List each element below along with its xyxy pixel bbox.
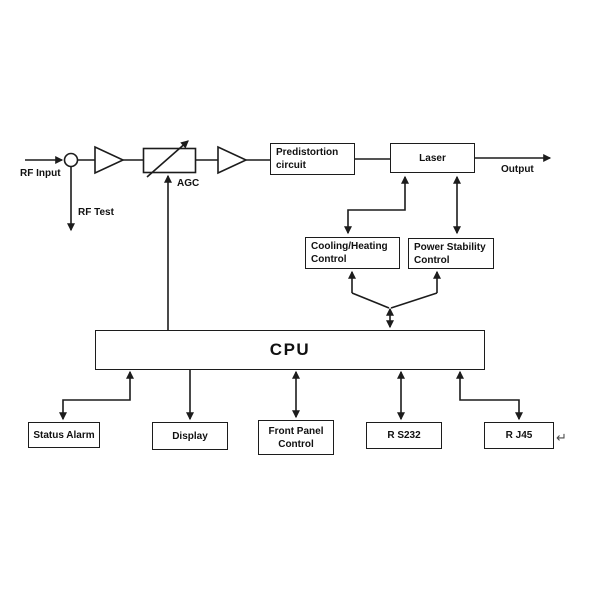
rf-input-label: RF Input: [20, 168, 61, 179]
agc-variable-arrow: [146, 140, 189, 178]
cooling-to-laser-line: [344, 175, 409, 235]
status-alarm-block: Status Alarm: [28, 422, 100, 448]
amplifier-2: [217, 145, 248, 175]
predistortion-line1: Predistortion: [276, 147, 339, 158]
output-label: Output: [501, 164, 534, 175]
return-mark: ↵: [556, 430, 567, 445]
rj45-label: R J45: [505, 430, 533, 441]
laser-label: Laser: [419, 152, 446, 164]
cooling-line1: Cooling/Heating: [311, 241, 388, 252]
predistortion-line2: circuit: [276, 160, 307, 171]
junction-diagonal-left: [351, 292, 390, 309]
front-panel-line2: Control: [278, 438, 314, 450]
agc-attenuator-box: [142, 147, 197, 174]
front-panel-line1: Front Panel: [268, 425, 324, 437]
cooling-line2: Control: [311, 254, 347, 265]
rf-test-label: RF Test: [78, 207, 114, 218]
display-label: Display: [172, 430, 208, 442]
cooling-heating-control-block: Cooling/Heating Control: [305, 237, 400, 269]
rs232-block: R S232: [366, 422, 442, 449]
cpu-label: CPU: [269, 339, 311, 359]
status-alarm-label: Status Alarm: [33, 429, 95, 441]
cpu-to-rj45-line: [456, 370, 523, 421]
rs232-label: R S232: [387, 430, 421, 441]
laser-block: Laser: [390, 143, 475, 173]
power-line2: Control: [414, 254, 450, 266]
junction-diagonal-right: [390, 292, 438, 309]
agc-label: AGC: [177, 178, 200, 189]
rj45-block: R J45: [484, 422, 554, 449]
cpu-block: CPU: [95, 330, 485, 370]
power-stability-control-block: Power Stability Control: [408, 238, 494, 269]
cpu-to-status-alarm-line: [59, 370, 134, 421]
display-block: Display: [152, 422, 228, 450]
rf-coupler-circle: [63, 152, 79, 168]
predistortion-circuit-block: Predistortion circuit: [270, 143, 355, 175]
power-line1: Power Stability: [414, 241, 486, 253]
front-panel-control-block: Front Panel Control: [258, 420, 334, 455]
amplifier-1: [94, 145, 125, 175]
